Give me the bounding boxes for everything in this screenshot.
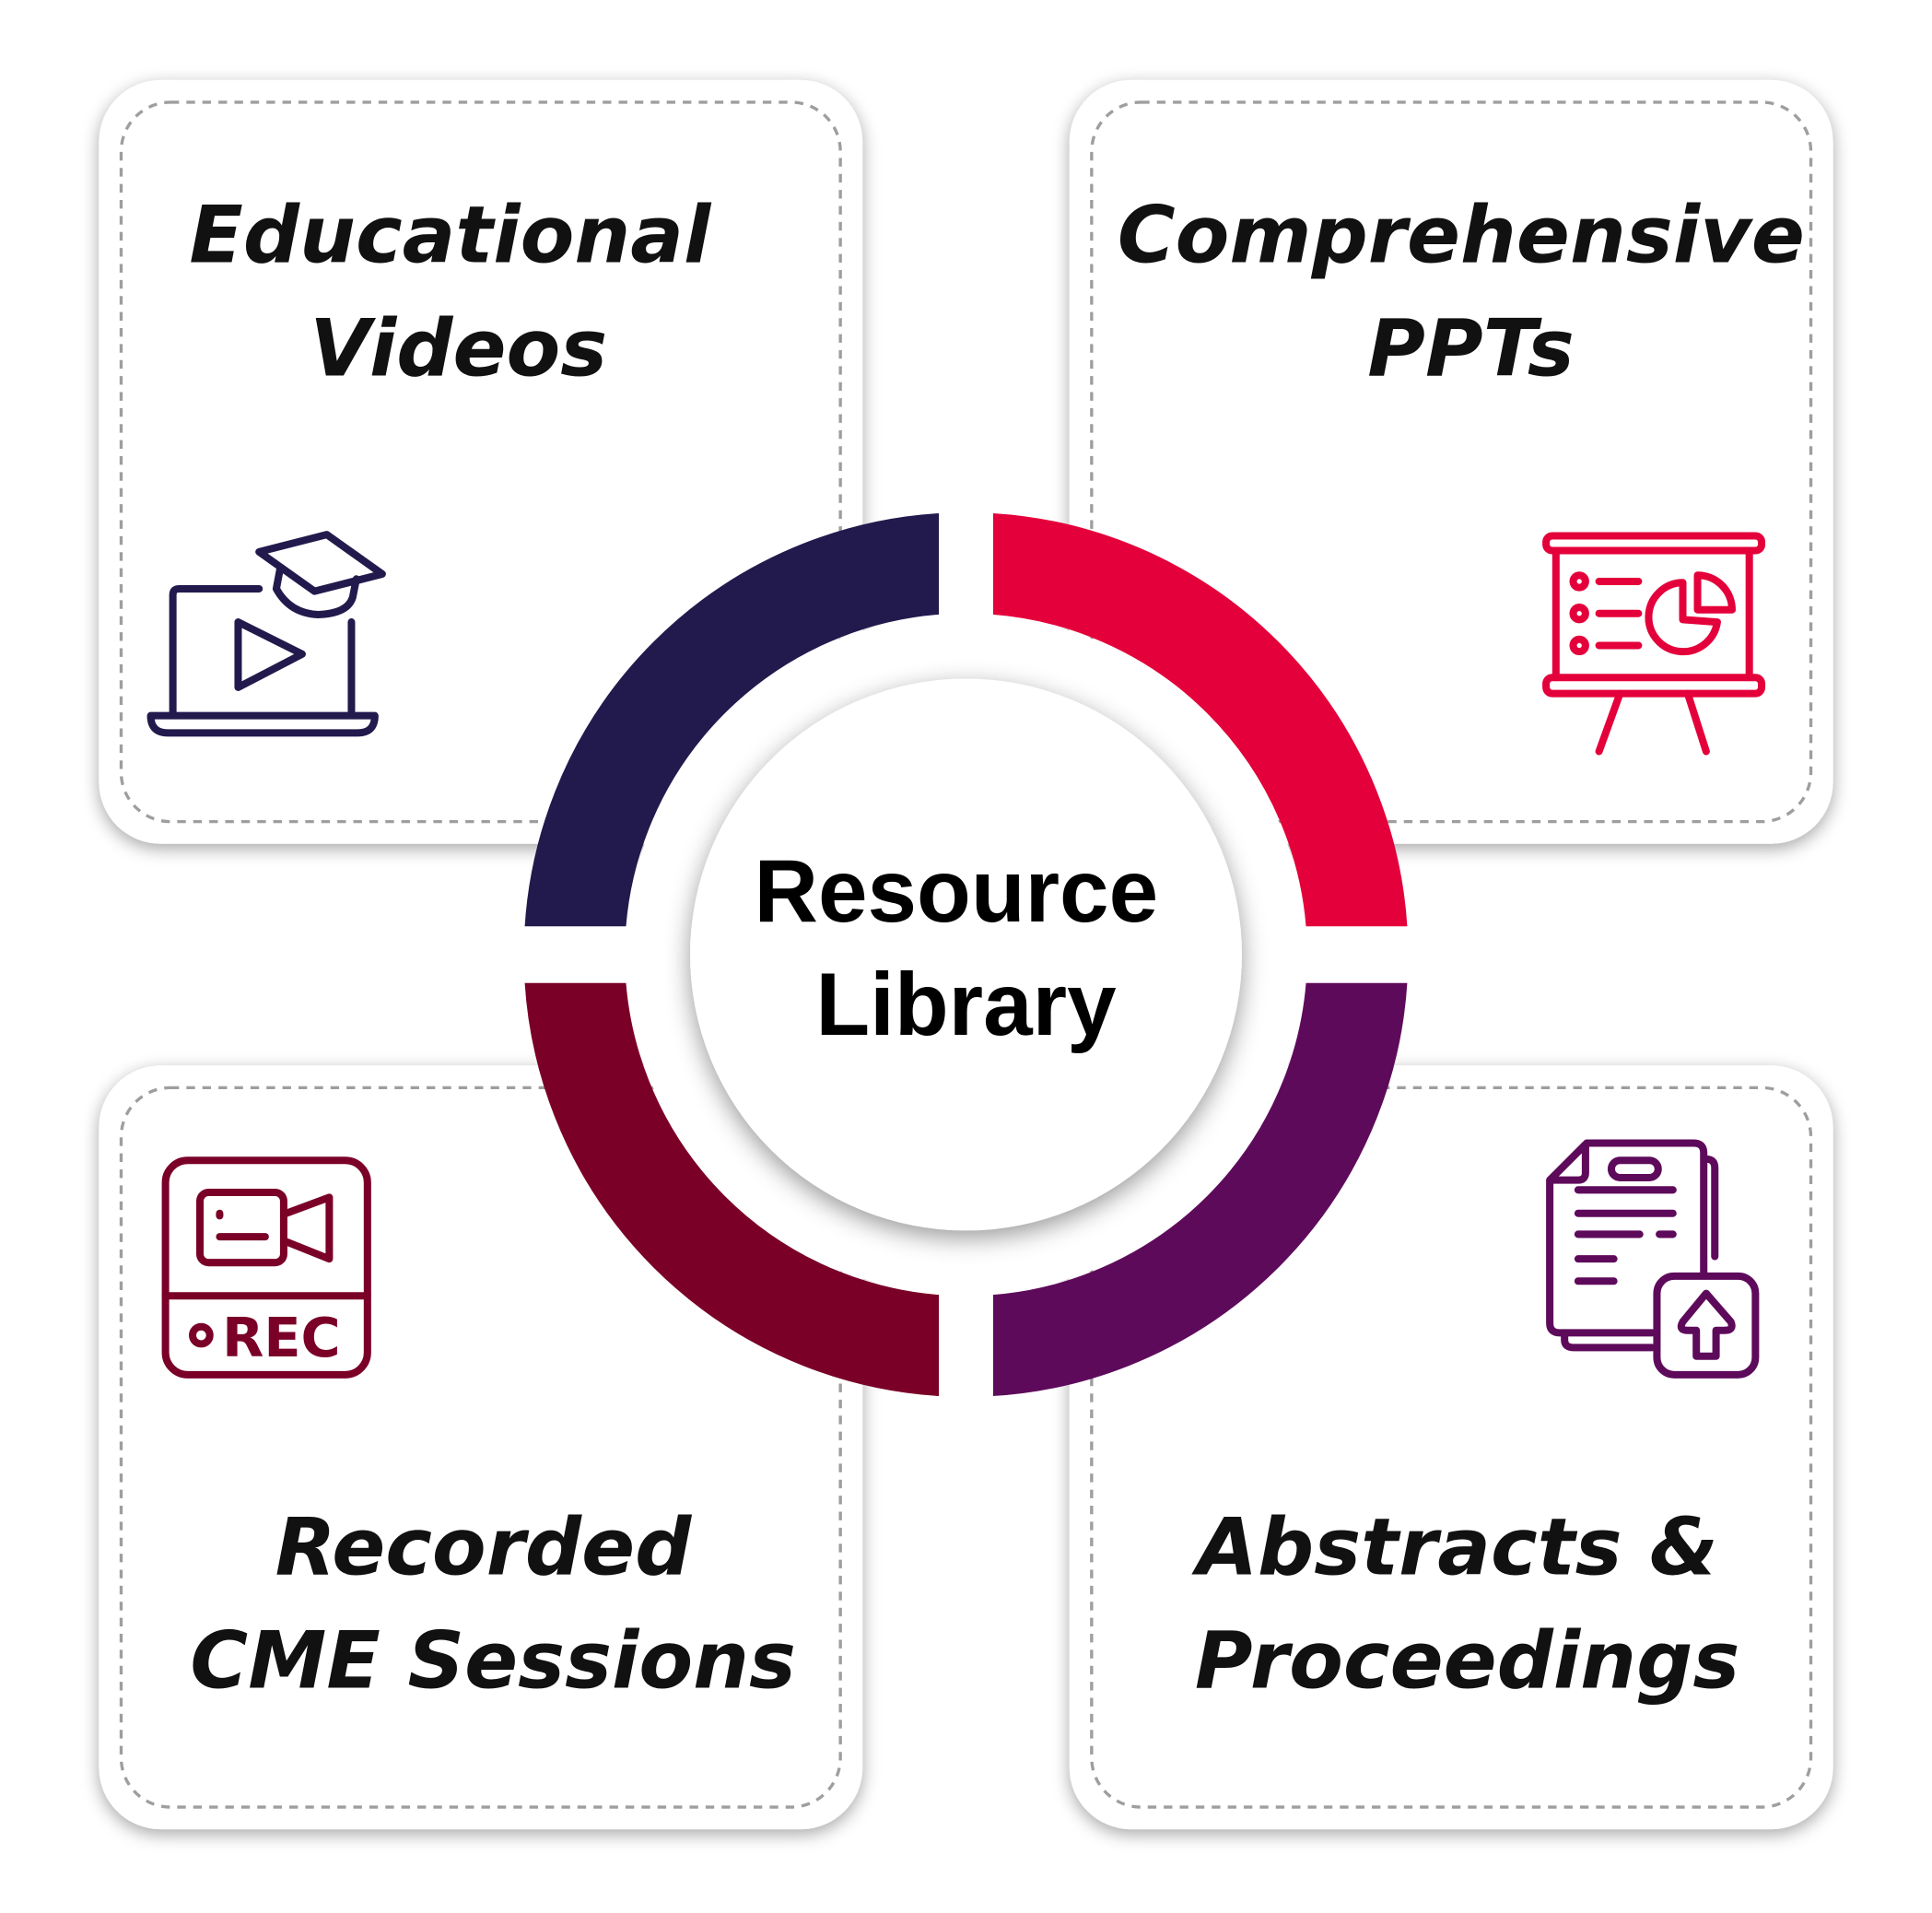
card-title-line2: Videos [310, 304, 607, 395]
card-title-line1: Abstracts & [1191, 1502, 1718, 1593]
presentation-board-icon [1542, 532, 1766, 756]
card-title-line2: PPTs [1367, 304, 1575, 395]
card-title-line2: CME Sessions [190, 1615, 796, 1707]
video-graduation-icon [146, 531, 386, 737]
card-title-line1: Comprehensive [1118, 191, 1805, 282]
card-title-line1: Recorded [275, 1502, 693, 1593]
recording-camera-icon: REC [161, 1156, 371, 1379]
center-title-line1: Resource [755, 842, 1159, 941]
center-hub: Resource Library [626, 615, 1306, 1295]
center-title-line2: Library [815, 956, 1116, 1054]
card-title-line1: Educational [189, 191, 712, 282]
rec-label: REC [222, 1306, 341, 1369]
document-upload-icon [1546, 1139, 1760, 1379]
card-title-line2: Proceedings [1195, 1615, 1739, 1707]
